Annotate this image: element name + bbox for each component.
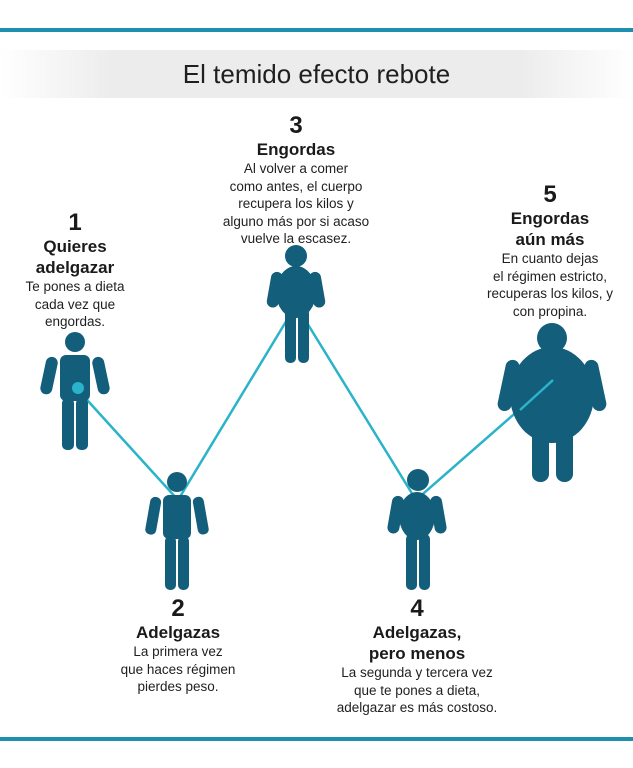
person-3-left-leg — [285, 308, 296, 363]
step-5-desc-line-1: En cuanto dejas — [501, 251, 599, 266]
step-1-desc-line-2: cada vez que — [34, 296, 116, 312]
person-figure-2 — [145, 472, 209, 590]
page-title: El temido efecto rebote — [182, 59, 451, 89]
step-5-desc-line-2: el régimen estricto, — [492, 268, 608, 284]
step-1-desc-line-1: Te pones a dieta — [25, 279, 125, 294]
person-1-left-arm — [40, 356, 58, 395]
step-4-number: 4 — [410, 595, 424, 622]
person-4-head — [407, 469, 429, 491]
step-5: 5 Engordas aún más En cuanto dejas el ré… — [470, 182, 630, 320]
step-5-heading-line-2: aún más — [515, 230, 585, 249]
step-4-heading-line-1: Adelgazas, — [372, 623, 462, 642]
step-4: 4 Adelgazas, pero menos La segunda y ter… — [322, 596, 512, 717]
step-3-desc-line-4: alguno más por si acaso — [222, 213, 370, 229]
step-2: 2 Adelgazas La primera vez que haces rég… — [98, 596, 258, 696]
step-3-desc-line-1: Al volver a comer — [243, 161, 349, 176]
weight-path — [77, 302, 554, 503]
person-4-body — [399, 492, 435, 540]
step-1-heading-line-2: adelgazar — [35, 258, 115, 277]
step-5-desc-line-3: recuperas los kilos, y — [486, 286, 614, 301]
arrow-overlay — [519, 379, 554, 411]
person-5-right-arm — [584, 359, 607, 412]
person-4-left-leg — [406, 534, 417, 590]
person-2-right-arm — [192, 496, 209, 535]
person-figure-4 — [387, 469, 447, 590]
step-2-desc-line-3: pierdes peso. — [137, 679, 219, 694]
step-3-desc-line-3: recupera los kilos y — [238, 196, 354, 211]
step-3-desc-line-5: vuelve la escasez. — [240, 231, 352, 246]
step-1-heading-line-1: Quieres — [43, 237, 107, 256]
step-3: 3 Engordas Al volver a comer como antes,… — [206, 113, 386, 248]
step-3-number: 3 — [289, 112, 303, 139]
person-5-left-leg — [532, 430, 549, 482]
start-dot — [72, 382, 84, 394]
person-5-body — [510, 347, 594, 443]
step-1-desc-line-3: engordas. — [44, 314, 106, 329]
person-figure-3 — [266, 245, 326, 363]
weight-path-line — [77, 302, 554, 503]
step-2-heading-line-1: Adelgazas — [135, 623, 221, 642]
step-1: 1 Quieres adelgazar Te pones a dieta cad… — [10, 210, 140, 331]
person-1-right-arm — [92, 356, 110, 395]
step-5-number: 5 — [543, 181, 557, 208]
step-2-desc-line-1: La primera vez — [133, 644, 223, 659]
person-2-left-arm — [145, 496, 162, 535]
step-3-desc-line-2: como antes, el cuerpo — [229, 178, 363, 194]
step-5-desc-line-4: con propina. — [512, 303, 588, 319]
step-4-desc-line-1: La segunda y tercera vez — [341, 665, 493, 680]
person-4-right-arm — [430, 495, 447, 534]
person-2-right-leg — [178, 536, 189, 590]
person-2-body — [163, 495, 191, 539]
person-1-right-leg — [76, 398, 88, 450]
step-4-desc-line-2: que te pones a dieta, — [353, 682, 481, 698]
person-4-left-arm — [387, 495, 404, 534]
person-4-right-leg — [419, 534, 430, 590]
person-5-left-arm — [497, 359, 520, 412]
person-3-head — [285, 245, 307, 267]
person-3-right-leg — [298, 308, 309, 363]
step-4-heading-line-2: pero menos — [368, 644, 466, 663]
step-2-number: 2 — [171, 595, 185, 622]
title-band — [0, 50, 633, 98]
step-4-desc-line-3: adelgazar es más costoso. — [336, 700, 498, 715]
step-3-heading-line-1: Engordas — [256, 140, 336, 159]
person-5-head — [537, 323, 567, 353]
person-3-body — [276, 266, 316, 318]
person-2-head — [167, 472, 187, 492]
top-rule — [0, 28, 633, 32]
bottom-rule — [0, 737, 633, 741]
person-3-right-arm — [309, 271, 326, 308]
person-figure-5 — [497, 323, 607, 482]
person-1-left-leg — [62, 398, 74, 450]
step-5-heading-line-1: Engordas — [510, 209, 590, 228]
person-3-left-arm — [266, 271, 283, 308]
person-2-left-leg — [165, 536, 176, 590]
step-1-number: 1 — [68, 209, 82, 236]
person-1-body — [60, 355, 90, 401]
person-1-head — [65, 332, 85, 352]
person-5-right-leg — [556, 430, 573, 482]
step-2-desc-line-2: que haces régimen — [120, 661, 236, 677]
